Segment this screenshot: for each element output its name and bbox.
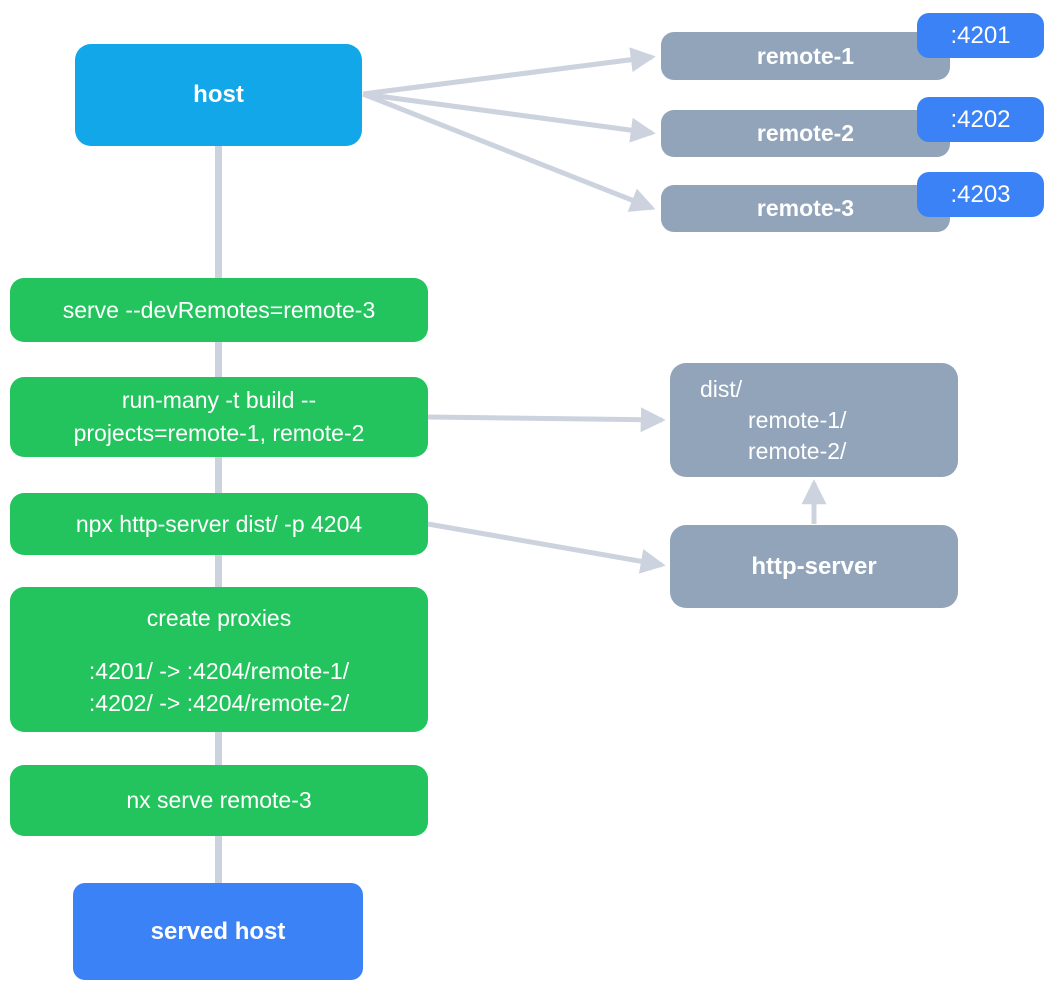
- step-build-line-1: run-many -t build --: [121, 387, 317, 413]
- host-node: host: [75, 44, 362, 146]
- step-run-many-build: run-many -t build -- projects=remote-1, …: [10, 377, 428, 457]
- create-proxies-title: create proxies: [146, 605, 292, 631]
- proxy-rule-4201: :4201/ -> :4204/remote-1/: [88, 658, 350, 684]
- port-badge-4203: :4203: [917, 172, 1044, 217]
- dist-folder-node: dist/ remote-1/ remote-2/: [670, 363, 958, 477]
- served-host-label: served host: [150, 917, 286, 945]
- port-badge-4202: :4202: [917, 97, 1044, 142]
- step-build-line-2: projects=remote-1, remote-2: [73, 420, 365, 446]
- port-badge-4203-label: :4203: [950, 180, 1011, 208]
- port-badge-4201-label: :4201: [950, 21, 1011, 49]
- remote-2-node: remote-2: [661, 110, 950, 157]
- dist-root-label: dist/: [700, 375, 743, 402]
- http-server-node: http-server: [670, 525, 958, 608]
- remote-1-node: remote-1: [661, 32, 950, 80]
- step-http-server-command-label: npx http-server dist/ -p 4204: [75, 510, 363, 537]
- host-to-remote-1-arrow: [362, 47, 656, 97]
- proxy-rule-4202: :4202/ -> :4204/remote-2/: [88, 690, 350, 716]
- step-nx-serve-remote-3: nx serve remote-3: [10, 765, 428, 836]
- remote-3-label: remote-3: [756, 195, 855, 221]
- host-to-remote-3-arrow: [362, 91, 656, 212]
- remote-2-label: remote-2: [756, 120, 855, 146]
- port-badge-4201: :4201: [917, 13, 1044, 58]
- proxy-rules: :4201/ -> :4204/remote-1/ :4202/ -> :420…: [89, 655, 349, 719]
- http-server-label: http-server: [751, 552, 877, 580]
- dist-remote-2-label: remote-2/: [748, 437, 847, 464]
- step-serve-dev-remotes-label: serve --devRemotes=remote-3: [62, 296, 376, 323]
- served-host-node: served host: [73, 883, 363, 980]
- build-to-dist-arrow: [427, 407, 666, 433]
- step-create-proxies: create proxies :4201/ -> :4204/remote-1/…: [10, 587, 428, 732]
- command-to-http-server-arrow: [427, 521, 666, 574]
- host-to-remote-2-arrow: [362, 91, 656, 143]
- port-badge-4202-label: :4202: [950, 105, 1011, 133]
- remote-3-node: remote-3: [661, 185, 950, 232]
- host-label: host: [193, 81, 244, 108]
- dist-remote-1-label: remote-1/: [748, 406, 847, 433]
- remote-1-label: remote-1: [756, 42, 855, 69]
- step-http-server-command: npx http-server dist/ -p 4204: [10, 493, 428, 555]
- step-serve-dev-remotes: serve --devRemotes=remote-3: [10, 278, 428, 342]
- step-nx-serve-remote-3-label: nx serve remote-3: [126, 787, 312, 813]
